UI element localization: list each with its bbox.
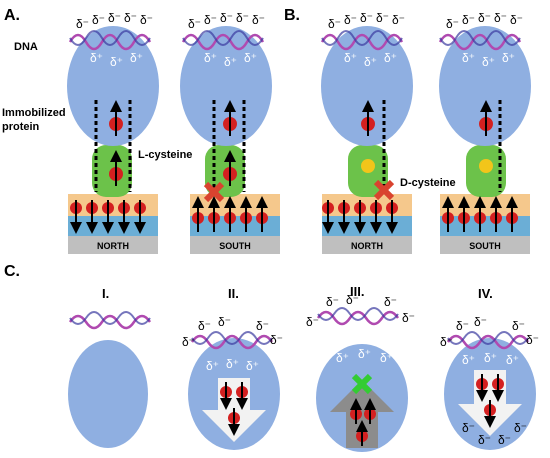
yellow-dot: [361, 159, 375, 173]
svg-text:δ⁻: δ⁻: [474, 315, 487, 329]
base-south-b: SOUTH: [469, 241, 501, 251]
svg-text:δ⁻: δ⁻: [108, 11, 121, 25]
svg-text:δ⁺: δ⁺: [502, 51, 515, 65]
svg-text:δ⁻: δ⁻: [446, 17, 459, 31]
step-label-3: III.: [350, 284, 364, 299]
protein-label: protein: [2, 121, 40, 133]
assembly-b-north: NORTH δ⁻ δ⁻ δ⁻ δ⁻ δ⁻ δ⁺ δ⁺ δ⁺: [320, 11, 413, 254]
svg-text:δ⁺: δ⁺: [384, 51, 397, 65]
svg-text:δ⁻: δ⁻: [218, 315, 231, 329]
svg-text:δ⁺: δ⁺: [364, 55, 377, 69]
svg-text:δ⁻: δ⁻: [326, 295, 339, 309]
svg-text:δ⁻: δ⁻: [456, 319, 469, 333]
assembly-b-south: SOUTH δ⁻ δ⁻ δ⁻ δ⁻ δ⁻ δ⁺ δ⁺ δ⁺: [438, 11, 531, 254]
step-4: δ⁻ δ⁻ δ⁻ δ⁻ δ⁻ δ⁺ δ⁺ δ⁺ δ⁻ δ⁻ δ⁻ δ⁻: [440, 315, 539, 450]
base-north-b: NORTH: [351, 241, 383, 251]
svg-text:δ⁺: δ⁺: [110, 55, 123, 69]
step-label-2: II.: [228, 286, 239, 301]
svg-text:δ⁻: δ⁻: [236, 11, 249, 25]
svg-text:δ⁺: δ⁺: [206, 359, 219, 373]
svg-text:δ⁻: δ⁻: [360, 11, 373, 25]
delta-minus: δ⁻: [76, 17, 89, 31]
svg-text:δ⁺: δ⁺: [462, 51, 475, 65]
svg-text:δ⁺: δ⁺: [506, 353, 519, 367]
green-cross-icon: [351, 373, 373, 395]
svg-text:δ⁻: δ⁻: [392, 13, 405, 27]
step-label-1: I.: [102, 286, 109, 301]
base-north-a: NORTH: [97, 241, 129, 251]
step-1: [68, 311, 152, 448]
svg-text:δ⁻: δ⁻: [344, 13, 357, 27]
step-label-4: IV.: [478, 286, 493, 301]
svg-text:δ⁻: δ⁻: [510, 13, 523, 27]
svg-text:δ⁻: δ⁻: [462, 13, 475, 27]
svg-text:δ⁺: δ⁺: [344, 51, 357, 65]
base-south-a: SOUTH: [219, 241, 251, 251]
svg-text:δ⁻: δ⁻: [478, 11, 491, 25]
svg-text:δ⁺: δ⁺: [246, 359, 259, 373]
panel-c-label: C.: [4, 263, 20, 280]
l-cysteine-label: L-cysteine: [138, 149, 192, 161]
svg-text:δ⁻: δ⁻: [252, 13, 265, 27]
svg-text:δ⁺: δ⁺: [244, 51, 257, 65]
block-cross-icon: [373, 179, 395, 201]
svg-text:δ⁺: δ⁺: [224, 55, 237, 69]
svg-text:δ⁻: δ⁻: [140, 13, 153, 27]
panel-b-label: B.: [284, 7, 300, 24]
svg-text:δ⁻: δ⁻: [376, 11, 389, 25]
dna-label: DNA: [14, 41, 38, 53]
svg-text:δ⁺: δ⁺: [130, 51, 143, 65]
svg-text:δ⁺: δ⁺: [336, 351, 349, 365]
svg-text:δ⁻: δ⁻: [256, 319, 269, 333]
svg-text:δ⁻: δ⁻: [188, 17, 201, 31]
svg-text:δ⁺: δ⁺: [226, 357, 239, 371]
svg-text:δ⁻: δ⁻: [306, 315, 319, 329]
svg-text:δ⁻: δ⁻: [328, 17, 341, 31]
svg-text:δ⁻: δ⁻: [346, 293, 359, 307]
block-cross-icon: [203, 181, 225, 203]
svg-text:δ⁻: δ⁻: [462, 421, 475, 435]
assembly-a-south: SOUTH δ⁻ δ⁻ δ⁻ δ⁻ δ⁻ δ⁺ δ⁺ δ⁺: [180, 11, 280, 254]
svg-text:δ⁻: δ⁻: [204, 13, 217, 27]
svg-text:δ⁻: δ⁻: [92, 13, 105, 27]
svg-text:δ⁻: δ⁻: [494, 11, 507, 25]
svg-text:δ⁻: δ⁻: [402, 311, 415, 325]
svg-text:δ⁻: δ⁻: [220, 11, 233, 25]
svg-text:δ⁻: δ⁻: [526, 333, 539, 347]
svg-text:δ⁻: δ⁻: [124, 11, 137, 25]
svg-text:δ⁺: δ⁺: [358, 347, 371, 361]
svg-text:δ⁻: δ⁻: [182, 335, 195, 349]
panel-a-label: A.: [4, 7, 20, 24]
delta-plus: δ⁺: [90, 51, 103, 65]
svg-text:δ⁻: δ⁻: [498, 433, 511, 447]
svg-text:δ⁻: δ⁻: [198, 319, 211, 333]
svg-text:δ⁺: δ⁺: [482, 55, 495, 69]
svg-text:δ⁻: δ⁻: [440, 335, 453, 349]
svg-text:δ⁻: δ⁻: [478, 433, 491, 447]
svg-text:δ⁺: δ⁺: [380, 351, 393, 365]
svg-text:δ⁻: δ⁻: [270, 333, 283, 347]
svg-text:δ⁺: δ⁺: [484, 351, 497, 365]
d-cysteine-label: D-cysteine: [400, 177, 456, 189]
svg-text:δ⁺: δ⁺: [462, 353, 475, 367]
svg-text:δ⁺: δ⁺: [204, 51, 217, 65]
protein-a-north: [67, 26, 159, 146]
svg-text:δ⁻: δ⁻: [514, 421, 527, 435]
assembly-a-north: NORTH δ⁻ δ⁻ δ⁻ δ⁻ δ⁻ δ⁺ δ⁺ δ⁺: [67, 11, 159, 254]
step-2: δ⁻ δ⁻ δ⁻ δ⁻ δ⁻ δ⁺ δ⁺ δ⁺: [182, 315, 283, 450]
svg-text:δ⁻: δ⁻: [384, 295, 397, 309]
step-3: δ⁻ δ⁻ δ⁻ δ⁻ δ⁻ δ⁺ δ⁺ δ⁺: [306, 293, 415, 452]
svg-text:δ⁻: δ⁻: [512, 319, 525, 333]
immobilized-label: Immobilized: [2, 107, 66, 119]
